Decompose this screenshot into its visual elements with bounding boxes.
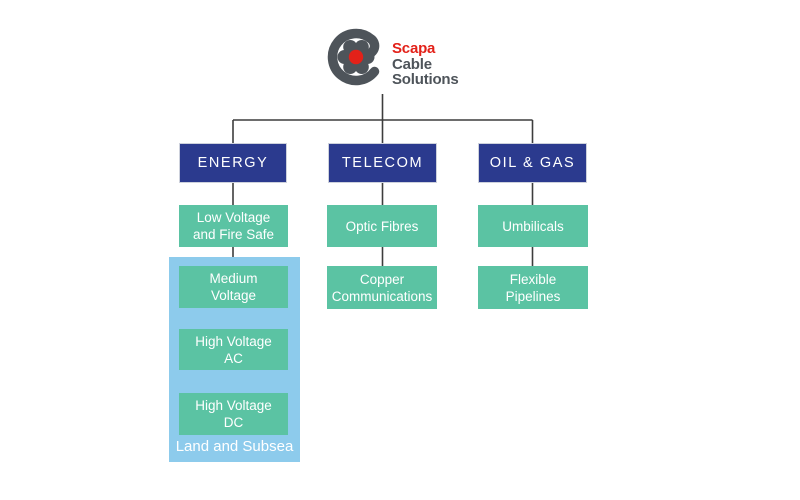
node-high-voltage-ac: High Voltage AC xyxy=(179,329,288,370)
node-low-voltage-fire-safe: Low Voltage and Fire Safe xyxy=(179,205,288,247)
header-telecom: TELECOM xyxy=(328,143,437,183)
red-core-dot xyxy=(348,49,364,65)
node-copper-communications: Copper Communications xyxy=(327,266,437,309)
brand-name: Scapa xyxy=(392,40,436,57)
header-energy: ENERGY xyxy=(179,143,287,183)
brand-word-cable: Cable xyxy=(392,55,432,73)
node-high-voltage-dc: High Voltage DC xyxy=(179,393,288,435)
brand-word-solutions: Solutions xyxy=(392,71,459,88)
node-medium-voltage: Medium Voltage xyxy=(179,266,288,308)
cable-cross-section-icon xyxy=(327,28,380,86)
node-optic-fibres: Optic Fibres xyxy=(327,205,437,247)
header-oil-and-gas: OIL & GAS xyxy=(478,143,587,183)
node-flexible-pipelines: Flexible Pipelines xyxy=(478,266,588,309)
land-and-subsea-label: Land and Subsea xyxy=(175,437,294,455)
brand-wordmark: Scapa Cable Solutions xyxy=(392,41,459,88)
node-umbilicals: Umbilicals xyxy=(478,205,588,247)
